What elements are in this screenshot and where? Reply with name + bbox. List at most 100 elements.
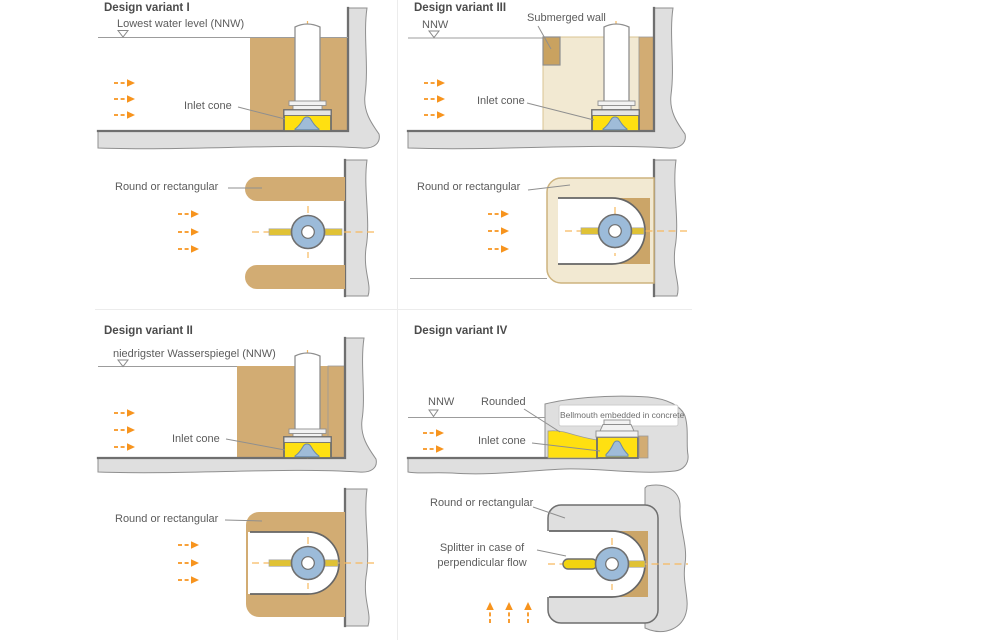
inlet-cone-bell bbox=[602, 116, 628, 131]
v4-rounded-label: Rounded bbox=[481, 396, 526, 408]
pump-stub-cone bbox=[599, 424, 635, 432]
flow-arrow-icon bbox=[422, 428, 445, 438]
flow-arrow-icon bbox=[423, 110, 446, 120]
leader-line bbox=[531, 442, 601, 452]
floor-wall-edge bbox=[96, 336, 347, 460]
concrete-wall bbox=[653, 159, 679, 297]
pump-flange bbox=[288, 100, 327, 106]
chamber-cavity-edge bbox=[558, 197, 646, 265]
pump-flange bbox=[288, 428, 327, 434]
v4-section-view bbox=[406, 395, 689, 475]
v4-plan-label: Round or rectangular bbox=[430, 497, 534, 509]
v3-plan-label: Round or rectangular bbox=[417, 181, 521, 193]
v3-inlet-cone-label: Inlet cone bbox=[477, 95, 525, 107]
inlet-cone-bell bbox=[294, 443, 320, 458]
v3-title: Design variant III bbox=[414, 2, 507, 14]
guide-vane bbox=[580, 227, 601, 235]
v3-plan-view bbox=[410, 158, 688, 298]
guide-vane bbox=[324, 559, 339, 567]
flow-arrow-icon bbox=[113, 110, 136, 120]
v2-title: Design variant II bbox=[104, 325, 193, 337]
v1-title: Design variant I bbox=[104, 2, 190, 14]
flow-arrow-icon bbox=[487, 244, 510, 254]
flow-arrow-icon bbox=[113, 78, 136, 88]
pump-shaft-icon bbox=[605, 557, 619, 571]
v2-inlet-cone-label: Inlet cone bbox=[172, 433, 220, 445]
flow-arrow-icon bbox=[113, 442, 136, 452]
pump-shaft-icon bbox=[301, 225, 315, 239]
v3-nnw-label: NNW bbox=[422, 19, 449, 31]
flow-arrow-up-icon bbox=[523, 601, 533, 624]
flow-arrow-icon bbox=[113, 94, 136, 104]
pump-pipe bbox=[294, 23, 321, 103]
flow-arrow-icon bbox=[113, 408, 136, 418]
inlet-cone-plate bbox=[591, 109, 640, 116]
concrete-wall bbox=[344, 159, 370, 297]
leader-line bbox=[526, 102, 595, 121]
water-level-marker-icon bbox=[116, 359, 130, 368]
flow-arrow-icon bbox=[177, 244, 200, 254]
splitter-bar bbox=[562, 558, 598, 570]
leader-line bbox=[224, 519, 263, 522]
leader-line bbox=[537, 25, 552, 50]
leader-line bbox=[536, 549, 567, 557]
floor-wall-edge bbox=[96, 6, 350, 133]
guide-vane bbox=[628, 560, 646, 568]
pump-pipe bbox=[603, 23, 630, 103]
flow-arrow-icon bbox=[177, 575, 200, 585]
v4-splitter-label: Splitter in case of perpendicular flow bbox=[428, 541, 536, 571]
flow-arrow-icon bbox=[487, 209, 510, 219]
guide-vane bbox=[268, 228, 292, 236]
v2-water-level-label: niedrigster Wasserspiegel (NNW) bbox=[113, 348, 276, 360]
flow-arrow-icon bbox=[423, 94, 446, 104]
concrete-wall bbox=[344, 488, 370, 627]
guide-vane bbox=[268, 559, 292, 567]
flow-arrow-up-icon bbox=[504, 601, 514, 624]
floor-wall-edge bbox=[406, 6, 656, 133]
v1-section-view bbox=[96, 6, 380, 150]
v4-plan-view bbox=[485, 484, 688, 633]
flow-arrow-up-icon bbox=[485, 601, 495, 624]
pump-shaft-icon bbox=[608, 224, 622, 238]
pump-pipe bbox=[294, 352, 321, 431]
inlet-cone-bell bbox=[605, 440, 629, 457]
water-level-marker-icon bbox=[116, 30, 130, 38]
pump-stub-flange bbox=[595, 430, 639, 438]
leader-line bbox=[523, 408, 561, 433]
guide-vane bbox=[324, 228, 343, 236]
flow-arrow-icon bbox=[177, 558, 200, 568]
v4-bellmouth-label: Bellmouth embedded in concrete bbox=[560, 410, 685, 420]
concrete-wall bbox=[97, 7, 380, 150]
flow-arrow-icon bbox=[177, 227, 200, 237]
water-level-marker-icon bbox=[427, 30, 441, 39]
v2-plan-label: Round or rectangular bbox=[115, 513, 219, 525]
concrete-wall bbox=[407, 7, 686, 150]
guide-vane bbox=[630, 227, 645, 235]
inlet-cone-bell bbox=[294, 116, 320, 131]
concrete-wall bbox=[97, 337, 377, 474]
v4-title: Design variant IV bbox=[414, 325, 508, 337]
inlet-cone-plate bbox=[283, 436, 332, 443]
leader-line bbox=[527, 184, 571, 191]
water-level-marker-icon bbox=[428, 409, 439, 418]
flow-arrow-icon bbox=[177, 209, 200, 219]
flow-arrow-icon bbox=[113, 425, 136, 435]
flow-arrow-icon bbox=[423, 78, 446, 88]
guide-wall-top bbox=[245, 177, 345, 201]
pump-flange bbox=[597, 100, 636, 106]
v1-plan-label: Round or rectangular bbox=[115, 181, 219, 193]
v4-inlet-cone-label: Inlet cone bbox=[478, 435, 526, 447]
side-column bbox=[638, 36, 655, 132]
leader-line bbox=[532, 506, 566, 519]
v1-plan-view bbox=[177, 158, 378, 298]
v2-section-view bbox=[96, 336, 377, 474]
v3-section-view bbox=[406, 6, 686, 150]
v1-inlet-cone-label: Inlet cone bbox=[184, 100, 232, 112]
v4-nnw-label: NNW bbox=[428, 396, 455, 408]
guide-wall-bottom bbox=[245, 265, 345, 289]
v3-submerged-wall-label: Submerged wall bbox=[527, 12, 606, 24]
flow-arrow-icon bbox=[177, 540, 200, 550]
v4-splitter-label-line1: Splitter in case of bbox=[439, 542, 525, 554]
